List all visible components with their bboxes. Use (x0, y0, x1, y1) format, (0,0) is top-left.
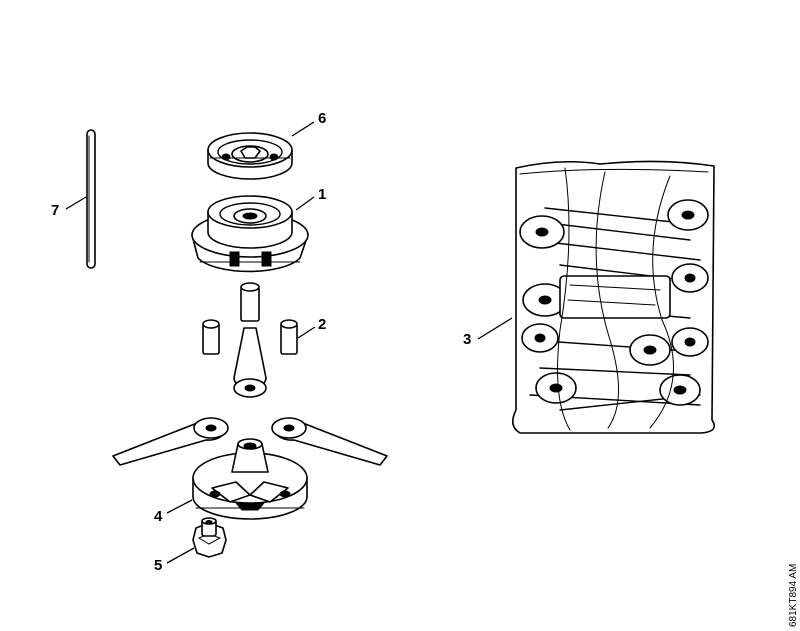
callout-3: 3 (463, 331, 471, 348)
pin-left (202, 319, 220, 355)
document-id: 681KT894 AM (788, 564, 799, 627)
callout-4: 4 (154, 508, 163, 525)
leader-lines (65, 121, 513, 564)
callout-6: 6 (318, 110, 326, 127)
pin-right (280, 319, 298, 355)
part-2-pins (202, 282, 298, 355)
part-5-nut (192, 517, 227, 558)
part-7-rod (86, 129, 96, 269)
blade-left (112, 417, 229, 466)
part-3-blade-set-bag (512, 160, 716, 434)
callout-5: 5 (154, 557, 162, 574)
blade-center (233, 327, 267, 398)
part-6-thrust-plate (207, 132, 293, 180)
callout-2: 2 (318, 316, 326, 333)
callout-7: 7 (51, 202, 59, 219)
blade-right (271, 417, 388, 466)
part-1-housing (191, 195, 309, 273)
pin-top (240, 282, 260, 322)
part-4-blade-holder (192, 438, 308, 520)
bag-contents (519, 199, 709, 411)
callout-1: 1 (318, 186, 326, 203)
